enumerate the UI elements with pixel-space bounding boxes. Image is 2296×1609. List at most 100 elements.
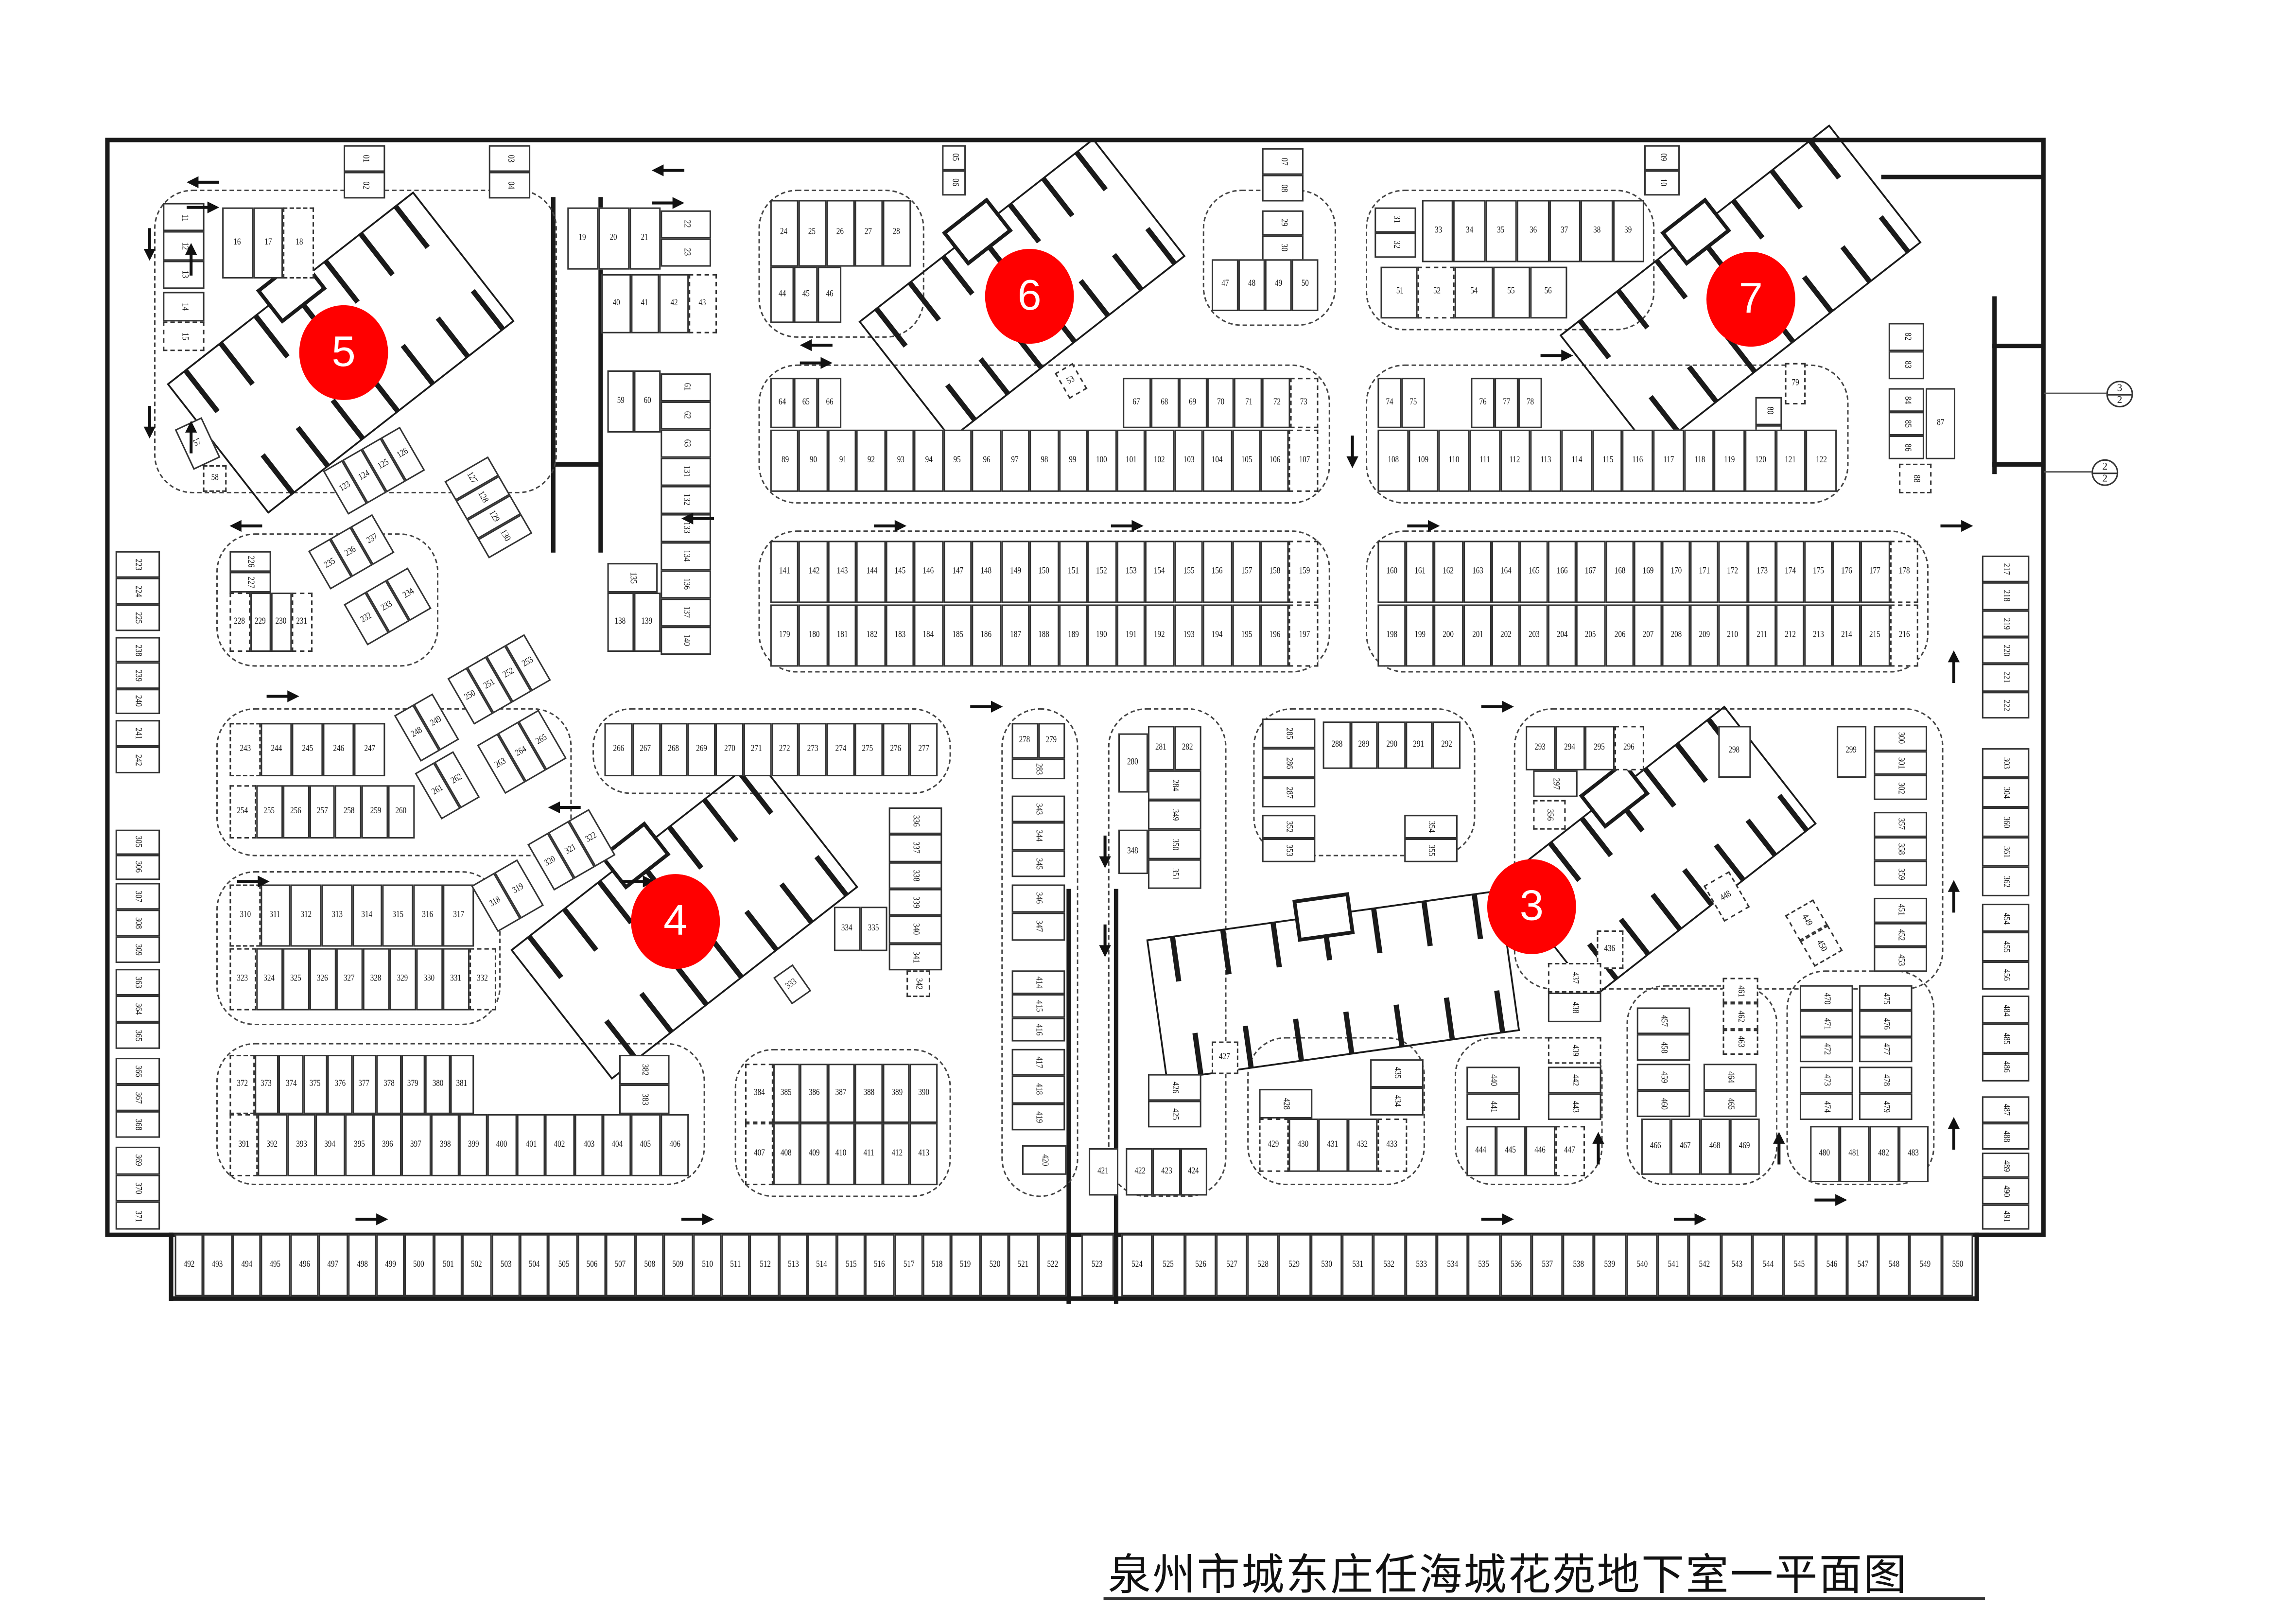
parking-stall[interactable]: 247 bbox=[354, 723, 385, 776]
parking-stall[interactable]: 345 bbox=[1011, 850, 1065, 877]
parking-stall[interactable]: 364 bbox=[115, 996, 160, 1022]
parking-stall[interactable]: 359 bbox=[1874, 861, 1928, 886]
parking-stall[interactable]: 349 bbox=[1148, 800, 1201, 830]
parking-stall[interactable]: 459 bbox=[1636, 1064, 1690, 1091]
parking-stall[interactable]: 529 bbox=[1279, 1234, 1311, 1296]
parking-stall[interactable]: 524 bbox=[1121, 1234, 1153, 1296]
parking-stall[interactable]: 113 bbox=[1531, 429, 1562, 492]
parking-stall[interactable]: 227 bbox=[229, 572, 271, 593]
parking-stall[interactable]: 38 bbox=[1581, 200, 1613, 262]
parking-stall[interactable]: 356 bbox=[1533, 800, 1566, 830]
parking-stall[interactable]: 160 bbox=[1377, 541, 1406, 603]
parking-stall[interactable]: 313 bbox=[321, 884, 352, 947]
parking-stall[interactable]: 396 bbox=[373, 1114, 402, 1176]
parking-stall[interactable]: 301 bbox=[1874, 751, 1928, 775]
parking-stall[interactable]: 476 bbox=[1859, 1011, 1913, 1037]
parking-stall[interactable]: 112 bbox=[1500, 429, 1531, 492]
parking-stall[interactable]: 271 bbox=[743, 723, 771, 776]
parking-stall[interactable]: 455 bbox=[1982, 932, 2030, 961]
parking-stall[interactable]: 372 bbox=[229, 1054, 254, 1114]
parking-stall[interactable]: 453 bbox=[1874, 947, 1928, 972]
parking-stall[interactable]: 498 bbox=[347, 1234, 376, 1296]
parking-stall[interactable]: 534 bbox=[1437, 1234, 1469, 1296]
parking-stall[interactable]: 430 bbox=[1288, 1119, 1319, 1172]
parking-stall[interactable]: 414 bbox=[1011, 970, 1065, 995]
parking-stall[interactable]: 63 bbox=[661, 429, 711, 458]
parking-stall[interactable]: 368 bbox=[115, 1111, 160, 1138]
parking-stall[interactable]: 517 bbox=[894, 1234, 923, 1296]
parking-stall[interactable]: 384 bbox=[745, 1064, 773, 1123]
parking-stall[interactable]: 499 bbox=[376, 1234, 405, 1296]
parking-stall[interactable]: 519 bbox=[951, 1234, 981, 1296]
parking-stall[interactable]: 402 bbox=[545, 1114, 574, 1176]
parking-stall[interactable]: 360 bbox=[1982, 807, 2030, 837]
parking-stall[interactable]: 452 bbox=[1874, 922, 1928, 947]
parking-stall[interactable]: 494 bbox=[232, 1234, 261, 1296]
parking-stall[interactable]: 550 bbox=[1941, 1234, 1973, 1296]
parking-stall[interactable]: 17 bbox=[253, 207, 284, 279]
parking-stall[interactable]: 165 bbox=[1519, 541, 1548, 603]
parking-stall[interactable]: 269 bbox=[687, 723, 716, 776]
parking-stall[interactable]: 190 bbox=[1087, 604, 1116, 667]
parking-stall[interactable]: 290 bbox=[1377, 721, 1406, 769]
parking-stall[interactable]: 27 bbox=[854, 200, 883, 267]
parking-stall[interactable]: 71 bbox=[1235, 378, 1263, 428]
parking-stall[interactable]: 15 bbox=[163, 321, 205, 351]
parking-stall[interactable]: 163 bbox=[1462, 541, 1492, 603]
parking-stall[interactable]: 398 bbox=[430, 1114, 459, 1176]
parking-stall[interactable]: 189 bbox=[1059, 604, 1088, 667]
parking-stall[interactable]: 66 bbox=[818, 378, 842, 428]
parking-stall[interactable]: 297 bbox=[1533, 770, 1578, 797]
parking-stall[interactable]: 285 bbox=[1262, 718, 1316, 749]
parking-stall[interactable]: 331 bbox=[443, 948, 470, 1011]
parking-stall[interactable]: 281 bbox=[1148, 726, 1175, 770]
parking-stall[interactable]: 146 bbox=[914, 541, 943, 603]
parking-stall[interactable]: 386 bbox=[800, 1064, 828, 1123]
parking-stall[interactable]: 03 bbox=[488, 145, 531, 172]
parking-stall[interactable]: 512 bbox=[750, 1234, 779, 1296]
parking-stall[interactable]: 226 bbox=[229, 551, 271, 572]
parking-stall[interactable]: 447 bbox=[1555, 1126, 1585, 1176]
parking-stall[interactable]: 415 bbox=[1011, 994, 1065, 1018]
parking-stall[interactable]: 458 bbox=[1636, 1034, 1690, 1061]
parking-stall[interactable]: 95 bbox=[943, 429, 973, 492]
parking-stall[interactable]: 280 bbox=[1118, 733, 1148, 793]
parking-stall[interactable]: 405 bbox=[631, 1114, 661, 1176]
parking-stall[interactable]: 416 bbox=[1011, 1017, 1065, 1042]
parking-stall[interactable]: 490 bbox=[1982, 1178, 2030, 1204]
parking-stall[interactable]: 547 bbox=[1846, 1234, 1879, 1296]
parking-stall[interactable]: 273 bbox=[799, 723, 827, 776]
parking-stall[interactable]: 238 bbox=[115, 637, 160, 663]
parking-stall[interactable]: 201 bbox=[1462, 604, 1492, 667]
parking-stall[interactable]: 168 bbox=[1605, 541, 1634, 603]
parking-stall[interactable]: 335 bbox=[860, 907, 887, 951]
parking-stall[interactable]: 56 bbox=[1530, 266, 1567, 319]
parking-stall[interactable]: 02 bbox=[344, 172, 385, 199]
parking-stall[interactable]: 172 bbox=[1719, 541, 1748, 603]
parking-stall[interactable]: 346 bbox=[1011, 884, 1065, 913]
parking-stall[interactable]: 317 bbox=[443, 884, 474, 947]
parking-stall[interactable]: 505 bbox=[549, 1234, 578, 1296]
parking-stall[interactable]: 404 bbox=[603, 1114, 632, 1176]
parking-stall[interactable]: 479 bbox=[1859, 1093, 1913, 1120]
parking-stall[interactable]: 470 bbox=[1799, 985, 1853, 1011]
parking-stall[interactable]: 195 bbox=[1232, 604, 1261, 667]
parking-stall[interactable]: 456 bbox=[1982, 961, 2030, 990]
parking-stall[interactable]: 135 bbox=[607, 563, 658, 593]
parking-stall[interactable]: 351 bbox=[1148, 859, 1201, 889]
parking-stall[interactable]: 310 bbox=[229, 884, 261, 947]
parking-stall[interactable]: 76 bbox=[1471, 378, 1495, 428]
parking-stall[interactable]: 445 bbox=[1496, 1126, 1526, 1176]
parking-stall[interactable]: 184 bbox=[914, 604, 943, 667]
parking-stall[interactable]: 518 bbox=[922, 1234, 952, 1296]
parking-stall[interactable]: 493 bbox=[203, 1234, 233, 1296]
parking-stall[interactable]: 283 bbox=[1011, 758, 1065, 780]
parking-stall[interactable]: 64 bbox=[770, 378, 794, 428]
parking-stall[interactable]: 31 bbox=[1374, 207, 1416, 233]
parking-stall[interactable]: 132 bbox=[661, 486, 711, 514]
parking-stall[interactable]: 154 bbox=[1145, 541, 1174, 603]
parking-stall[interactable]: 159 bbox=[1289, 541, 1319, 603]
parking-stall[interactable]: 279 bbox=[1038, 723, 1065, 759]
parking-stall[interactable]: 82 bbox=[1888, 323, 1924, 351]
parking-stall[interactable]: 115 bbox=[1592, 429, 1623, 492]
